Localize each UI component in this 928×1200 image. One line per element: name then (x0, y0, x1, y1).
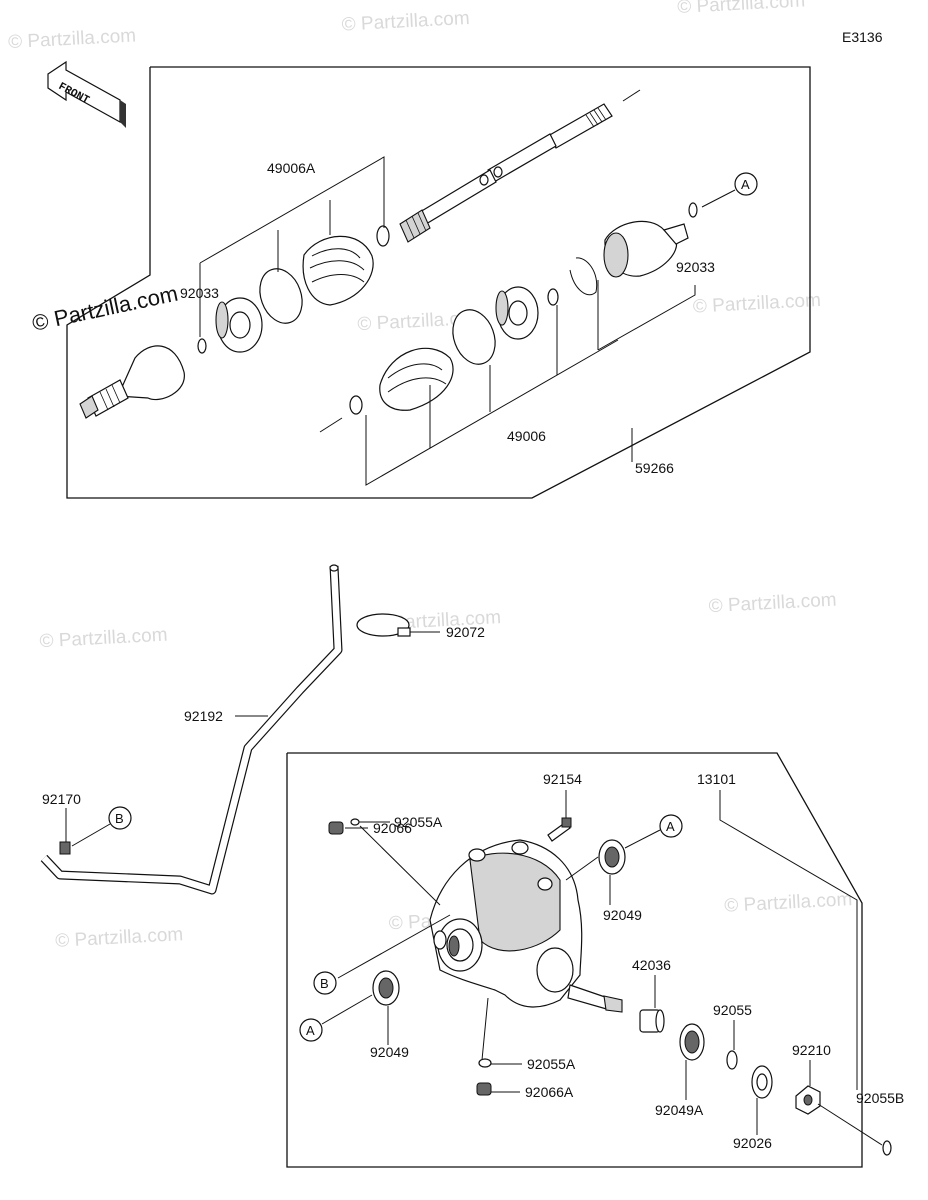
watermarks: © Partzilla.com © Partzilla.com © Partzi… (8, 0, 853, 952)
callout-a-top-label: A (741, 177, 750, 192)
watermark: © Partzilla.com (708, 590, 837, 618)
callout-a-left (299, 1018, 323, 1042)
leader-a-top (701, 189, 736, 208)
part-92049-right: 92049 (603, 907, 642, 923)
watermark: © Partzilla.com (8, 25, 137, 53)
oil-seal-92049-left (372, 970, 400, 1006)
watermark: © Partzilla.com (341, 8, 470, 36)
part-92154: 92154 (543, 771, 582, 787)
part-13101: 13101 (697, 771, 736, 787)
boot-lower (349, 347, 454, 415)
boot-upper (302, 225, 390, 306)
callout-b-left-label: B (115, 811, 124, 826)
hose-clamp (356, 613, 411, 637)
shaft-axis-line-lower (319, 417, 343, 433)
o-ring-92055 (726, 1050, 738, 1070)
callout-b-housing (313, 971, 337, 995)
snap-ring-left (197, 338, 207, 354)
part-92033-left: 92033 (180, 285, 219, 301)
gasket-92055A-top (350, 818, 360, 826)
cv-cage-right (495, 286, 539, 340)
part-59266: 59266 (635, 460, 674, 476)
watermark: © Partzilla.com (55, 924, 184, 952)
shaft-axis-line (622, 89, 641, 102)
callout-a-right (659, 814, 683, 838)
watermark-main: © Partzilla.com (30, 281, 180, 336)
callout-b-left (108, 806, 132, 830)
watermark: © Partzilla.com (677, 0, 806, 18)
part-92055A-top: 92055A (394, 814, 443, 830)
spacer-42036 (639, 1009, 665, 1033)
callout-b-housing-label: B (320, 976, 329, 991)
bolt-92154 (547, 817, 572, 842)
outer-cv-joint (79, 345, 185, 419)
gasket-92055A-bottom (478, 1058, 492, 1068)
part-92055: 92055 (713, 1002, 752, 1018)
driveshaft-frame (66, 66, 811, 499)
part-92192: 92192 (184, 708, 223, 724)
part-49006: 49006 (507, 428, 546, 444)
leader-b-left (71, 823, 111, 847)
part-92210: 92210 (792, 1042, 831, 1058)
part-92170: 92170 (42, 791, 81, 807)
boot-band-upper (259, 268, 303, 324)
part-92055B: 92055B (856, 1090, 904, 1106)
callout-a-top (734, 172, 758, 196)
part-92055A-bottom: 92055A (527, 1056, 576, 1072)
part-92033-right: 92033 (676, 259, 715, 275)
boot-band-lower (452, 309, 496, 365)
leaders-bottom (321, 790, 883, 1146)
part-92026: 92026 (733, 1135, 772, 1151)
breather-hose (40, 564, 343, 895)
circlip (569, 257, 598, 296)
part-92066A: 92066A (525, 1084, 574, 1100)
part-42036: 42036 (632, 957, 671, 973)
leaders-top (199, 156, 696, 486)
diagram-code: E3136 (842, 29, 883, 45)
callout-a-left-label: A (306, 1023, 315, 1038)
plug-92066 (328, 821, 344, 835)
front-arrow-icon: FRONT (47, 60, 126, 128)
watermark: © Partzilla.com (692, 290, 821, 318)
nut-92210 (795, 1085, 821, 1115)
oil-seal-92049-right (598, 839, 626, 875)
final-gear-housing (429, 839, 623, 1013)
watermark: © Partzilla.com (724, 889, 853, 917)
callout-a-right-label: A (666, 819, 675, 834)
o-ring-92055B (882, 1140, 892, 1156)
part-49006A: 49006A (267, 160, 316, 176)
part-92066: 92066 (373, 820, 412, 836)
part-92049-left: 92049 (370, 1044, 409, 1060)
snap-ring-right (688, 202, 698, 218)
inner-cv-housing (603, 220, 689, 278)
watermark: © Partzilla.com (39, 625, 168, 653)
ring-small (547, 288, 559, 306)
cv-cage-left (215, 297, 263, 353)
half-shaft (399, 103, 613, 243)
part-92072: 92072 (446, 624, 485, 640)
plug-92066A (476, 1082, 492, 1096)
washer-92026 (751, 1065, 773, 1099)
oil-seal-92049A (679, 1023, 705, 1061)
part-92049A: 92049A (655, 1102, 704, 1118)
